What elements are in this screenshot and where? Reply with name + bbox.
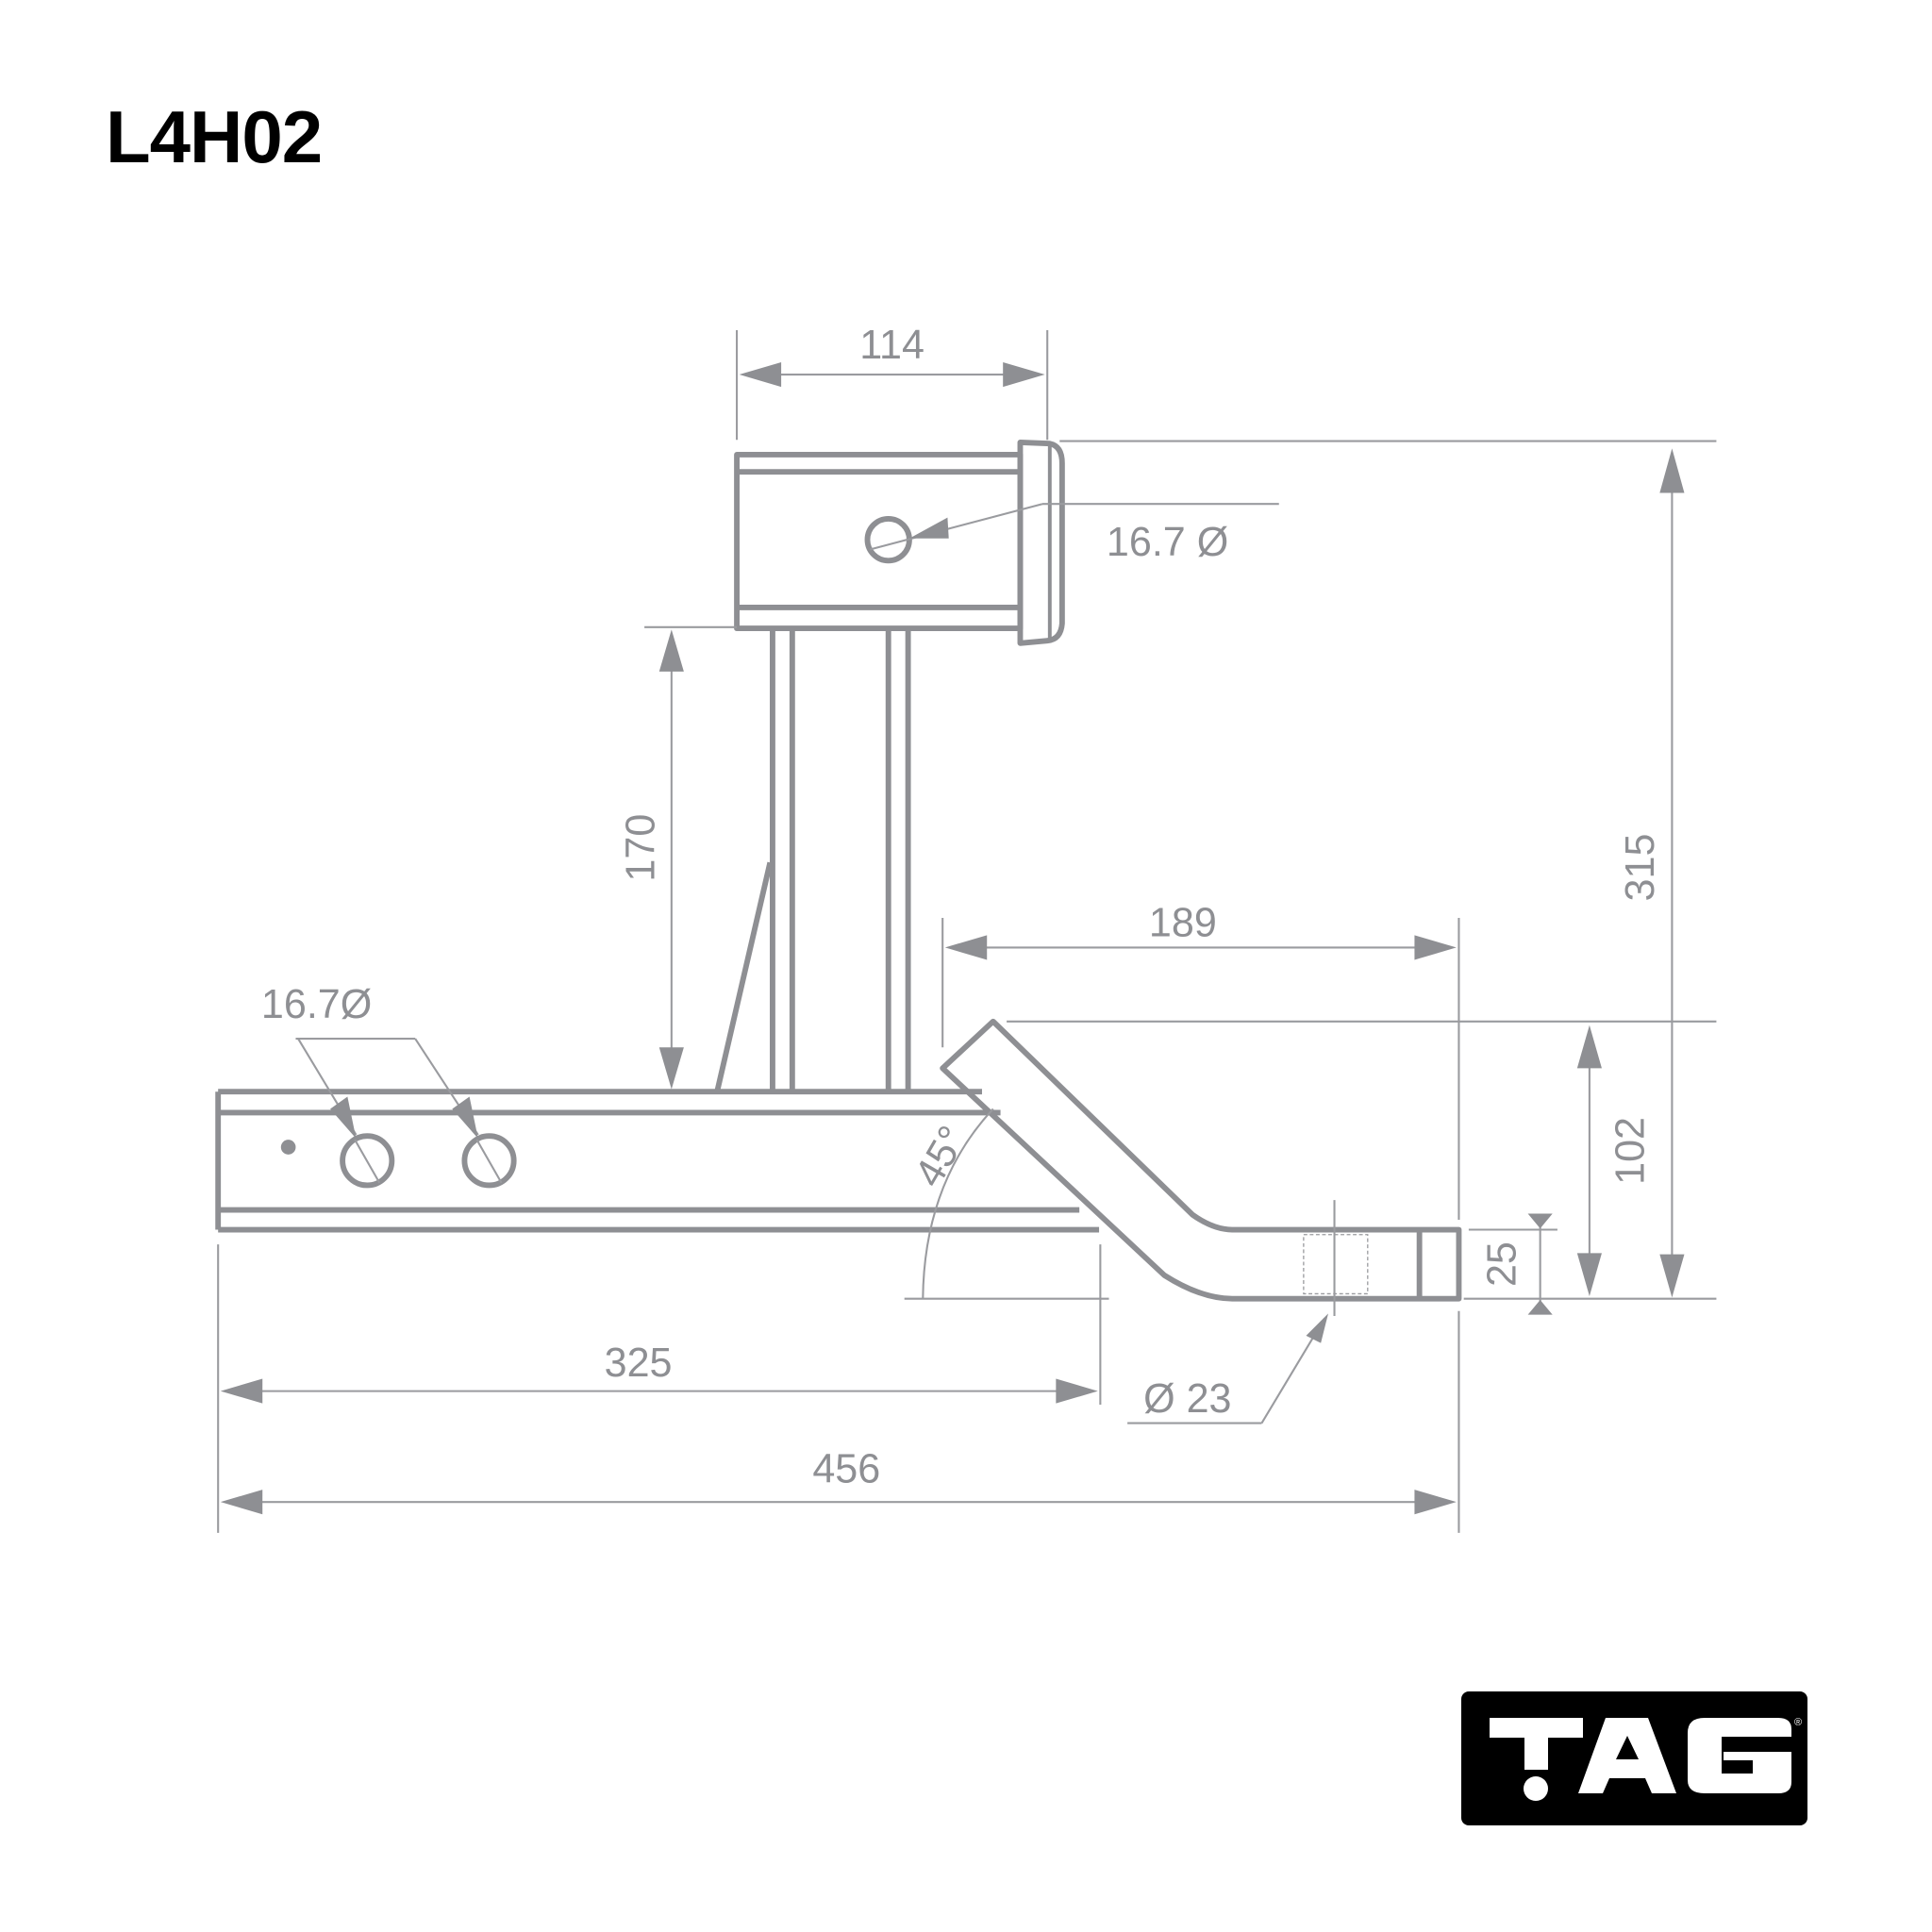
dim-456: 456 bbox=[220, 1310, 1460, 1533]
dim-189-label: 189 bbox=[1149, 901, 1217, 946]
riser-posts bbox=[714, 628, 911, 1092]
dim-325: 325 bbox=[217, 1244, 1102, 1533]
dim-315: 315 bbox=[1059, 440, 1717, 1298]
dim-102-label: 102 bbox=[1607, 1117, 1653, 1185]
drop-ball-mount bbox=[940, 1018, 1462, 1302]
small-hole bbox=[280, 1140, 296, 1155]
dim-170: 170 bbox=[619, 625, 738, 1090]
dim-25-label: 25 bbox=[1480, 1241, 1525, 1287]
tag-logo: ® bbox=[1461, 1691, 1807, 1825]
shank-hole-1 bbox=[340, 1133, 395, 1189]
dim-receiver-hole: 16.7 Ø bbox=[869, 503, 1279, 565]
dim-315-label: 315 bbox=[1618, 834, 1663, 902]
dim-114: 114 bbox=[736, 323, 1049, 441]
registered-mark: ® bbox=[1794, 1717, 1802, 1728]
receiver-hole-label: 16.7 Ø bbox=[1107, 520, 1228, 565]
dim-170-label: 170 bbox=[619, 814, 664, 882]
tag-logo-mark: ® bbox=[1490, 1717, 1802, 1801]
shank-holes-label: 16.7Ø bbox=[261, 982, 372, 1027]
part-number-title: L4H02 bbox=[106, 95, 323, 178]
dim-angle: 45° bbox=[904, 1108, 1109, 1300]
dim-25: 25 bbox=[1468, 1213, 1557, 1315]
dim-ball-hole: Ø 23 bbox=[1127, 1200, 1336, 1424]
dim-325-label: 325 bbox=[605, 1341, 673, 1386]
dim-102: 102 bbox=[1007, 1020, 1717, 1300]
ball-hole-label: Ø 23 bbox=[1143, 1376, 1231, 1422]
angle-label: 45° bbox=[906, 1119, 975, 1194]
dim-189: 189 bbox=[941, 901, 1460, 1221]
receiver-pin-hole bbox=[864, 515, 912, 564]
shank-hole-2 bbox=[461, 1133, 517, 1189]
dim-456-label: 456 bbox=[812, 1446, 880, 1491]
dim-114-label: 114 bbox=[859, 323, 924, 368]
dim-shank-holes: 16.7Ø bbox=[261, 982, 479, 1139]
receiver-tube bbox=[734, 439, 1065, 646]
